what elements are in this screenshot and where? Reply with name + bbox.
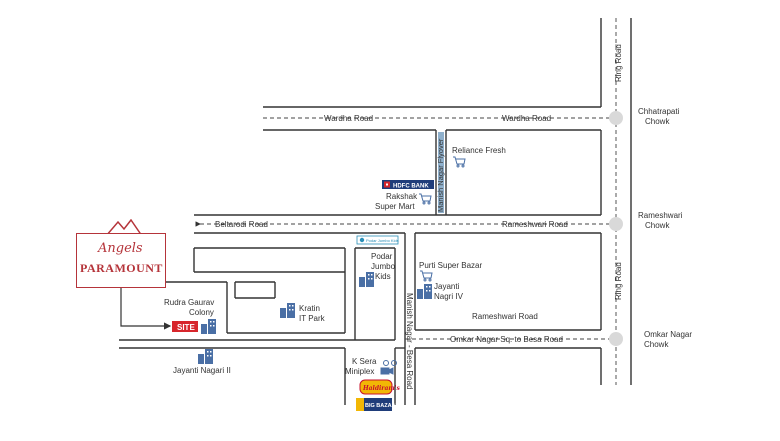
beltarodi-rameshwari-road (194, 214, 616, 234)
svg-text:BIG BAZAAR: BIG BAZAAR (365, 403, 400, 409)
podar-label-1: Podar (371, 252, 393, 261)
ksera-label-2: Miniplex (345, 367, 374, 376)
rameshwari-chowk-label-1: Rameshwari (638, 211, 683, 220)
jayanti-nagri-iv-label-2: Nagri IV (434, 292, 464, 301)
angels-paramount-logo: Angels PARAMOUNT (76, 219, 166, 289)
rakshak-label-1: Rakshak (386, 192, 418, 201)
building-icon (359, 272, 374, 287)
jayanti-nagri-iv-label-1: Jayanti (434, 282, 460, 291)
svg-text:HDFC BANK: HDFC BANK (393, 184, 429, 190)
podar-label-3: Kids (375, 272, 391, 281)
rudra-gaurav-label-1: Rudra Gaurav (164, 298, 214, 307)
podar-jumbo-kids-sign: Podar Jumbo Kids (356, 235, 399, 245)
svg-text:Podar Jumbo Kids: Podar Jumbo Kids (366, 238, 399, 243)
jayanti-nagari-ii-label: Jayanti Nagari II (173, 366, 231, 375)
rudra-gaurav-label-2: Colony (189, 308, 214, 317)
haldiram-logo: Haldiram's (359, 379, 401, 395)
rameshwari-road-label: Rameshwari Road (502, 220, 568, 229)
omkar-besa-road (405, 329, 616, 349)
site-marker: SITE (172, 321, 198, 332)
building-icon (198, 349, 213, 364)
manish-besa-road-label: Manish Nagar - Besa Road (405, 293, 414, 390)
svg-text:SITE: SITE (177, 323, 195, 332)
beltarodi-road-label: Beltarodi Road (215, 220, 268, 229)
omkar-chowk-marker (609, 332, 623, 346)
wardha-road (263, 106, 616, 131)
flyover-label: Manish Nagar Flyover (436, 138, 445, 212)
rameshwari-chowk-marker (609, 217, 623, 231)
omkar-besa-road-label: Omkar Nagar Sq. to Besa Road (450, 335, 563, 344)
manish-nagar-besa-road (404, 233, 416, 405)
logo-main-text: PARAMOUNT (80, 261, 163, 275)
chhatrapati-chowk-marker (609, 111, 623, 125)
podar-label-2: Jumbo (371, 262, 396, 271)
shopping-cart-icon (420, 270, 433, 282)
chhatrapati-chowk-label-2: Chowk (645, 117, 670, 126)
omkar-chowk-label-2: Chowk (644, 340, 669, 349)
rameshwari-road-inner-label: Rameshwari Road (472, 312, 538, 321)
ksera-label-1: K Sera (352, 357, 377, 366)
kratin-label-2: IT Park (299, 314, 326, 323)
building-icon (201, 319, 216, 334)
wardha-road-label-left: Wardha Road (324, 114, 373, 123)
shopping-cart-icon (419, 193, 432, 205)
rakshak-label-2: Super Mart (375, 202, 415, 211)
ring-road (600, 18, 632, 385)
big-bazaar-logo: BIG BAZAAR (356, 398, 400, 411)
omkar-chowk-label-1: Omkar Nagar (644, 330, 692, 339)
mountain-peaks-icon (105, 219, 143, 237)
svg-text:Haldiram's: Haldiram's (362, 385, 401, 392)
manish-nagar-flyover (435, 130, 447, 215)
local-roads (119, 247, 405, 405)
ring-road-label-bottom: Ring Road (614, 262, 623, 300)
logo-script-text: Angels (98, 241, 143, 256)
building-icon (280, 303, 295, 318)
rameshwari-chowk-label-2: Chowk (645, 221, 670, 230)
hdfc-bank-sign: HDFC BANK (382, 180, 434, 190)
ring-road-label-top: Ring Road (614, 44, 623, 82)
film-reel-icon (380, 360, 397, 375)
logo-frame (76, 233, 166, 288)
kratin-label-1: Kratin (299, 304, 320, 313)
purti-super-bazar-label: Purti Super Bazar (419, 261, 482, 270)
reliance-fresh-label: Reliance Fresh (452, 146, 506, 155)
chhatrapati-chowk-label-1: Chhatrapati (638, 107, 680, 116)
shopping-cart-icon (453, 156, 466, 168)
wardha-road-label-right: Wardha Road (502, 114, 551, 123)
building-icon (417, 284, 432, 299)
